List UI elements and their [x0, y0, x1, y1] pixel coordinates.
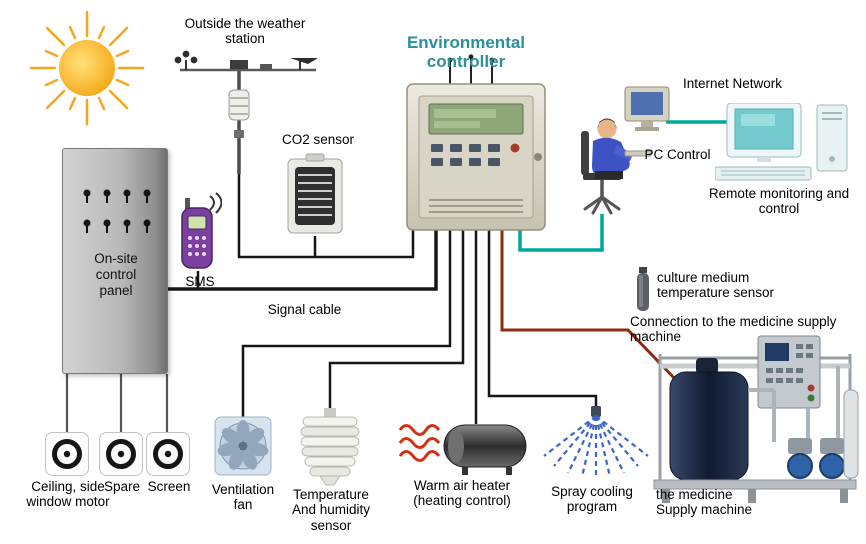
spare-device-icon [99, 432, 143, 481]
weather-station-label: Outside the weather station [184, 16, 306, 47]
warm-air-heater-icon [392, 420, 532, 478]
remote-monitoring-label: Remote monitoring and control [708, 186, 850, 217]
cable-pc-control [518, 214, 604, 252]
onsite-control-panel: On-site control panel [62, 148, 168, 374]
ventilation-fan-label: Ventilation fan [211, 482, 275, 513]
panel-knobs [83, 189, 151, 233]
cable-spray [487, 230, 598, 410]
onsite-panel-label: On-site control panel [94, 251, 138, 298]
screen-label: Screen [147, 479, 191, 494]
cable-temp-humidity [328, 230, 465, 410]
sms-phone-icon [176, 190, 222, 272]
page-title: Environmental controller [406, 33, 526, 72]
medicine-supply-machine-icon [648, 330, 862, 508]
cable-medicine-machine [500, 230, 678, 382]
medicine-machine-label: the medicine Supply machine [656, 487, 753, 518]
temp-humidity-sensor-icon [296, 408, 364, 486]
co2-sensor-icon [286, 153, 344, 237]
screen-device-icon [146, 432, 190, 481]
antennas [449, 57, 493, 86]
spray-cooling-label: Spray cooling program [551, 484, 633, 515]
sun-icon [22, 6, 152, 138]
spare-label: Spare [103, 479, 141, 494]
weather-station-icon [172, 48, 324, 174]
temp-humidity-label: Temperature And humidity sensor [291, 487, 371, 533]
cable-weather-station [237, 168, 415, 259]
warm-air-heater-label: Warm air heater (heating control) [413, 478, 511, 509]
signal-cable-label: Signal cable [267, 302, 342, 317]
pc-control-label: PC Control [644, 147, 711, 162]
internet-network-label: Internet Network [682, 76, 783, 91]
cable-signal-to-panel [168, 230, 438, 291]
cable-ventilation-fan [241, 230, 452, 418]
remote-computer-icon [715, 103, 850, 188]
culture-medium-sensor-icon [635, 267, 651, 313]
heat-waves [398, 424, 441, 462]
sms-label: SMS [185, 274, 215, 289]
co2-sensor-label: CO2 sensor [281, 132, 355, 147]
medicine-connection-label: Connection to the medicine supply machin… [630, 314, 837, 345]
pc-operator-icon [575, 85, 675, 220]
culture-sensor-label: culture medium temperature sensor [657, 270, 775, 301]
ceiling-motor-label: Ceiling, side window motor [26, 479, 110, 510]
ventilation-fan-icon [214, 416, 272, 476]
environmental-controller-icon [405, 54, 547, 234]
spray-cooling-icon [538, 406, 654, 482]
window-motor-icon [45, 432, 89, 481]
